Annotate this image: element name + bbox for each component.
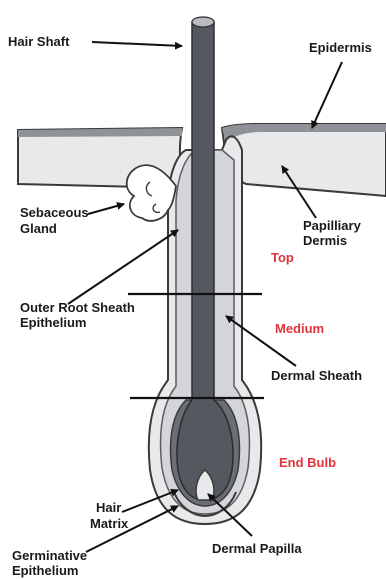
label-epidermis: Epidermis — [309, 40, 372, 55]
zone-medium: Medium — [275, 321, 324, 336]
arrow-sebaceous-gland — [88, 204, 124, 214]
label-dermal-papilla: Dermal Papilla — [212, 541, 302, 556]
label-germinative-epithelium-1: Germinative — [12, 548, 87, 563]
zone-end-bulb: End Bulb — [279, 455, 336, 470]
label-germinative-epithelium-2: Epithelium — [12, 563, 78, 578]
label-sebaceous-gland-2: Gland — [20, 221, 57, 236]
label-hair-shaft: Hair Shaft — [8, 34, 70, 49]
arrow-epidermis — [312, 62, 342, 128]
label-papillary-dermis-2: Dermis — [303, 233, 347, 248]
label-hair-matrix-2: Matrix — [90, 516, 129, 531]
label-papillary-dermis-1: Papilliary — [303, 218, 362, 233]
label-outer-root-sheath-2: Epithelium — [20, 315, 86, 330]
hair-shaft-tip — [192, 17, 214, 27]
epidermis-right — [222, 124, 386, 196]
zone-top: Top — [271, 250, 294, 265]
label-outer-root-sheath-1: Outer Root Sheath — [20, 300, 135, 315]
label-hair-matrix-1: Hair — [96, 500, 121, 515]
label-dermal-sheath: Dermal Sheath — [271, 368, 362, 383]
label-sebaceous-gland-1: Sebaceous — [20, 205, 89, 220]
arrow-hair-shaft — [92, 42, 182, 46]
